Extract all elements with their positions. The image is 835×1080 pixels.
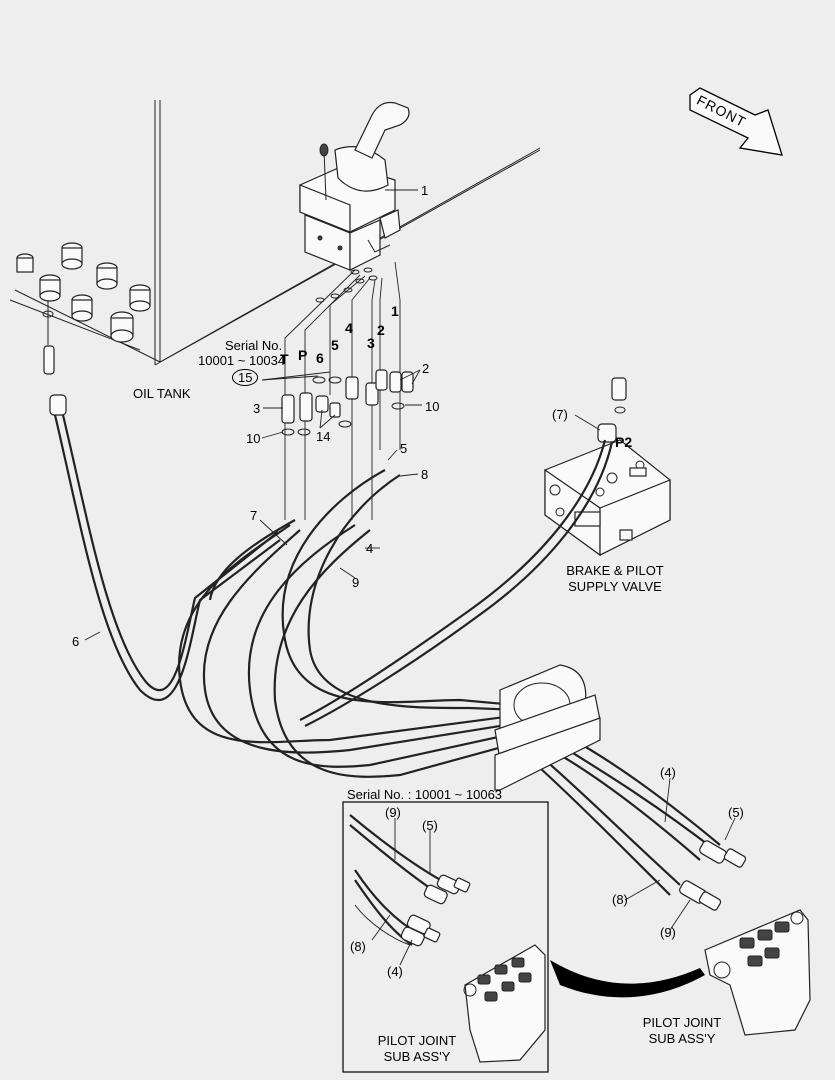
- callout-8: 8: [421, 467, 429, 482]
- inset-callout-4: (4): [387, 964, 403, 979]
- callout-ref-8: (8): [612, 892, 628, 907]
- port-t-label: T: [280, 351, 289, 367]
- tank-return-hose: [42, 300, 281, 701]
- callout-2: 2: [422, 361, 430, 376]
- inset-pilot-joint-caption-line1: PILOT JOINT: [377, 1033, 457, 1048]
- callout-4: 4: [366, 541, 374, 556]
- port-4-label: 4: [345, 320, 353, 336]
- front-direction-arrow: [689, 87, 783, 156]
- callout-5: 5: [400, 441, 408, 456]
- brake-valve-caption: BRAKE & PILOT SUPPLY VALVE: [560, 563, 670, 596]
- callout-7: 7: [250, 508, 258, 523]
- p2-supply-hose: [299, 377, 627, 727]
- callout-ref-5: (5): [728, 805, 744, 820]
- serial-number-top-line2: 10001 ~ 10034: [198, 353, 286, 368]
- tank-bolt-caps: [16, 242, 151, 343]
- pilot-joint-caption-line1: PILOT JOINT: [642, 1015, 722, 1030]
- port-1-label: 1: [391, 303, 399, 319]
- brake-valve-caption-line1: BRAKE & PILOT: [566, 563, 664, 578]
- inset-callout-9: (9): [385, 805, 401, 820]
- port-6-label: 6: [316, 350, 324, 366]
- callout-3: 3: [253, 401, 261, 416]
- port-p2-label: P2: [615, 434, 633, 450]
- fittings: [281, 369, 414, 436]
- serial-number-inset: Serial No. : 10001 ~ 10063: [347, 787, 503, 802]
- port-p-label: P: [298, 347, 308, 363]
- callout-ref-7: (7): [552, 407, 568, 422]
- port-3-label: 3: [367, 335, 375, 351]
- inset-pilot-joint-caption: PILOT JOINT SUB ASS'Y: [362, 1033, 472, 1066]
- brake-pilot-supply-valve: [544, 439, 671, 557]
- brake-valve-caption-line2: SUPPLY VALVE: [568, 579, 662, 595]
- inset-box: [342, 801, 549, 1073]
- serial-number-top-line1: Serial No.: [225, 338, 283, 353]
- pilot-joint-caption: PILOT JOINT SUB ASS'Y: [632, 1015, 732, 1048]
- callout-15: 15: [232, 369, 259, 386]
- callout-10-left: 10: [246, 431, 261, 446]
- port-2-label: 2: [377, 322, 385, 338]
- oil-tank: [9, 100, 541, 366]
- leader-lines: [84, 189, 736, 966]
- inset-pilot-joint-caption-line2: SUB ASS'Y: [383, 1049, 451, 1065]
- oil-tank-label: OIL TANK: [133, 386, 191, 401]
- callout-ref-4: (4): [660, 765, 676, 780]
- inset-callout-5: (5): [422, 818, 438, 833]
- pilot-joint-caption-line2: SUB ASS'Y: [648, 1031, 716, 1047]
- callout-ref-9: (9): [660, 925, 676, 940]
- joystick-pilot-valve: [299, 101, 410, 271]
- callout-1: 1: [421, 183, 429, 198]
- pilot-joint-right: [679, 840, 811, 1036]
- inset-pointer-arrow: [550, 960, 705, 998]
- callout-9: 9: [352, 575, 360, 590]
- callout-14: 14: [316, 429, 331, 444]
- callout-10-right: 10: [425, 399, 440, 414]
- hose-clamp-bracket: [494, 664, 601, 791]
- callout-6: 6: [72, 634, 80, 649]
- port-lines: [284, 261, 401, 520]
- inset-callout-8: (8): [350, 939, 366, 954]
- port-5-label: 5: [331, 337, 339, 353]
